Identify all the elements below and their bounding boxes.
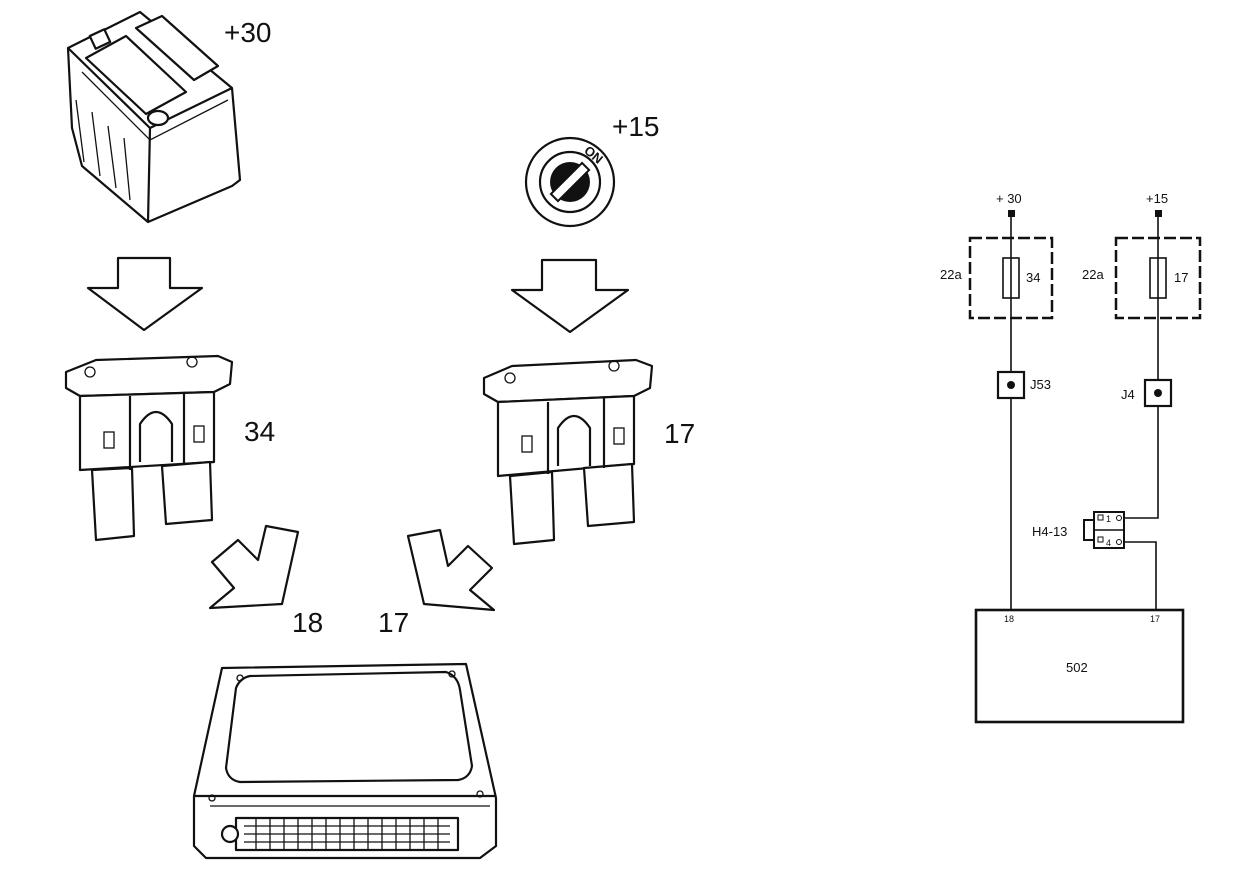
battery-icon bbox=[66, 10, 242, 224]
ecu-502-box bbox=[974, 608, 1185, 724]
battery-label: +30 bbox=[224, 17, 272, 48]
fuse-34-label: 34 bbox=[1026, 270, 1040, 285]
down-arrow-right-icon bbox=[510, 258, 630, 334]
ecu-pin-17-label: 17 bbox=[1150, 614, 1160, 624]
fuse-right-label: 17 bbox=[664, 418, 695, 449]
connector-j4-label: J4 bbox=[1121, 387, 1135, 402]
fuse-17-label: 17 bbox=[1174, 270, 1188, 285]
h4-13-pin-1: 1 bbox=[1106, 514, 1111, 524]
ecu-pin-left-label: 18 bbox=[292, 607, 323, 638]
connector-h4-13-label: H4-13 bbox=[1032, 524, 1067, 539]
connector-j53 bbox=[996, 370, 1026, 400]
ignition-label: +15 bbox=[612, 111, 660, 142]
wire-17-upper bbox=[1124, 217, 1159, 519]
ecu-502-label: 502 bbox=[1066, 660, 1088, 675]
wire-17-lower bbox=[1124, 541, 1157, 610]
schematic: + 30 +15 22a 34 22a 17 J53 J4 1 4 bbox=[940, 191, 1202, 724]
supply-30-terminal bbox=[1008, 210, 1015, 217]
fuse-34-icon bbox=[64, 354, 234, 542]
diag-arrow-right-icon bbox=[406, 528, 496, 612]
supply-15-label: +15 bbox=[1146, 191, 1168, 206]
supply-15-terminal bbox=[1155, 210, 1162, 217]
ecu-pin-18-label: 18 bbox=[1004, 614, 1014, 624]
fusebox-right-label: 22a bbox=[1082, 267, 1104, 282]
connector-j53-label: J53 bbox=[1030, 377, 1051, 392]
fuse-17-icon bbox=[482, 358, 654, 546]
ecu-pin-right-label: 17 bbox=[378, 607, 409, 638]
supply-30-label: + 30 bbox=[996, 191, 1022, 206]
h4-13-pin-4: 4 bbox=[1106, 538, 1111, 548]
ignition-switch-icon: ON bbox=[524, 136, 616, 228]
fuse-left-label: 34 bbox=[244, 416, 275, 447]
down-arrow-left-icon bbox=[86, 256, 204, 332]
fusebox-left-label: 22a bbox=[940, 267, 962, 282]
ecu-module-icon bbox=[192, 662, 498, 860]
diag-arrow-left-icon bbox=[208, 524, 300, 610]
